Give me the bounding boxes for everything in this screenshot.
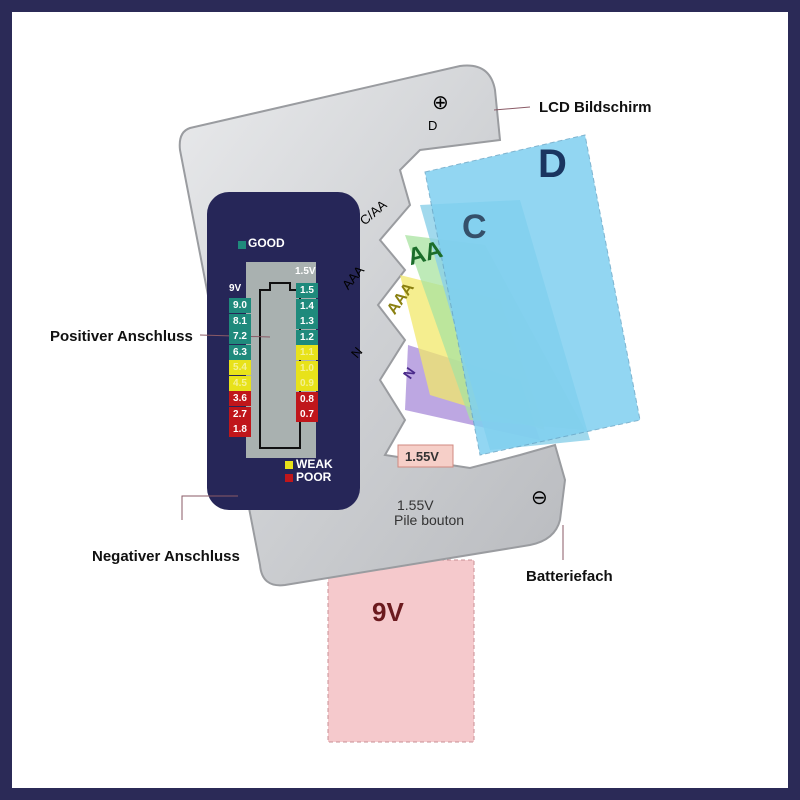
weak-swatch xyxy=(285,461,293,469)
battery-outline-icon xyxy=(259,282,301,449)
callout-positive: Positiver Anschluss xyxy=(50,328,193,345)
scale-value: 1.8 xyxy=(229,422,251,437)
callout-negative: Negativer Anschluss xyxy=(92,548,240,565)
card-button-cell xyxy=(397,444,454,468)
scale-value: 3.6 xyxy=(229,391,251,406)
scale-value: 0.9 xyxy=(296,376,318,391)
scale-value: 1.0 xyxy=(296,360,318,376)
scale-value: 9.0 xyxy=(229,298,251,313)
plus-icon: ⊕ xyxy=(432,92,449,114)
poor-swatch xyxy=(285,474,293,482)
card-d-label: D xyxy=(538,142,567,186)
card-d xyxy=(424,134,641,456)
scale-value: 1.3 xyxy=(296,314,318,329)
scale-value: 0.8 xyxy=(296,391,318,407)
right-scale-header: 1.5V xyxy=(295,266,316,277)
button-cell-voltage: 1.55V xyxy=(397,497,434,513)
card-c-label: C xyxy=(462,208,487,246)
scale-value: 0.7 xyxy=(296,407,318,422)
good-label: GOOD xyxy=(248,236,285,250)
callout-compartment: Batteriefach xyxy=(526,568,613,585)
slot-d-label: D xyxy=(428,118,438,133)
card-9v xyxy=(327,559,475,743)
left-scale-header: 9V xyxy=(229,283,242,294)
card-9v-label: 9V xyxy=(372,597,404,627)
poor-label: POOR xyxy=(296,470,332,484)
scale-value: 8.1 xyxy=(229,313,251,329)
scale-value: 1.1 xyxy=(296,345,318,360)
scale-value: 7.2 xyxy=(229,329,251,344)
callout-lcd: LCD Bildschirm xyxy=(539,99,652,116)
weak-label: WEAK xyxy=(296,457,333,471)
good-swatch xyxy=(238,241,246,249)
button-cell-text: Pile bouton xyxy=(394,512,465,528)
card-button-label: 1.55V xyxy=(405,449,439,464)
scale-value: 2.7 xyxy=(229,406,251,422)
scale-value: 4.5 xyxy=(229,375,251,391)
minus-icon: ⊖ xyxy=(531,487,548,509)
scale-value: 1.4 xyxy=(296,298,318,314)
scale-value: 5.4 xyxy=(229,360,251,375)
scale-value: 1.5 xyxy=(296,283,318,298)
scale-value: 1.2 xyxy=(296,329,318,345)
scale-value: 6.3 xyxy=(229,344,251,360)
